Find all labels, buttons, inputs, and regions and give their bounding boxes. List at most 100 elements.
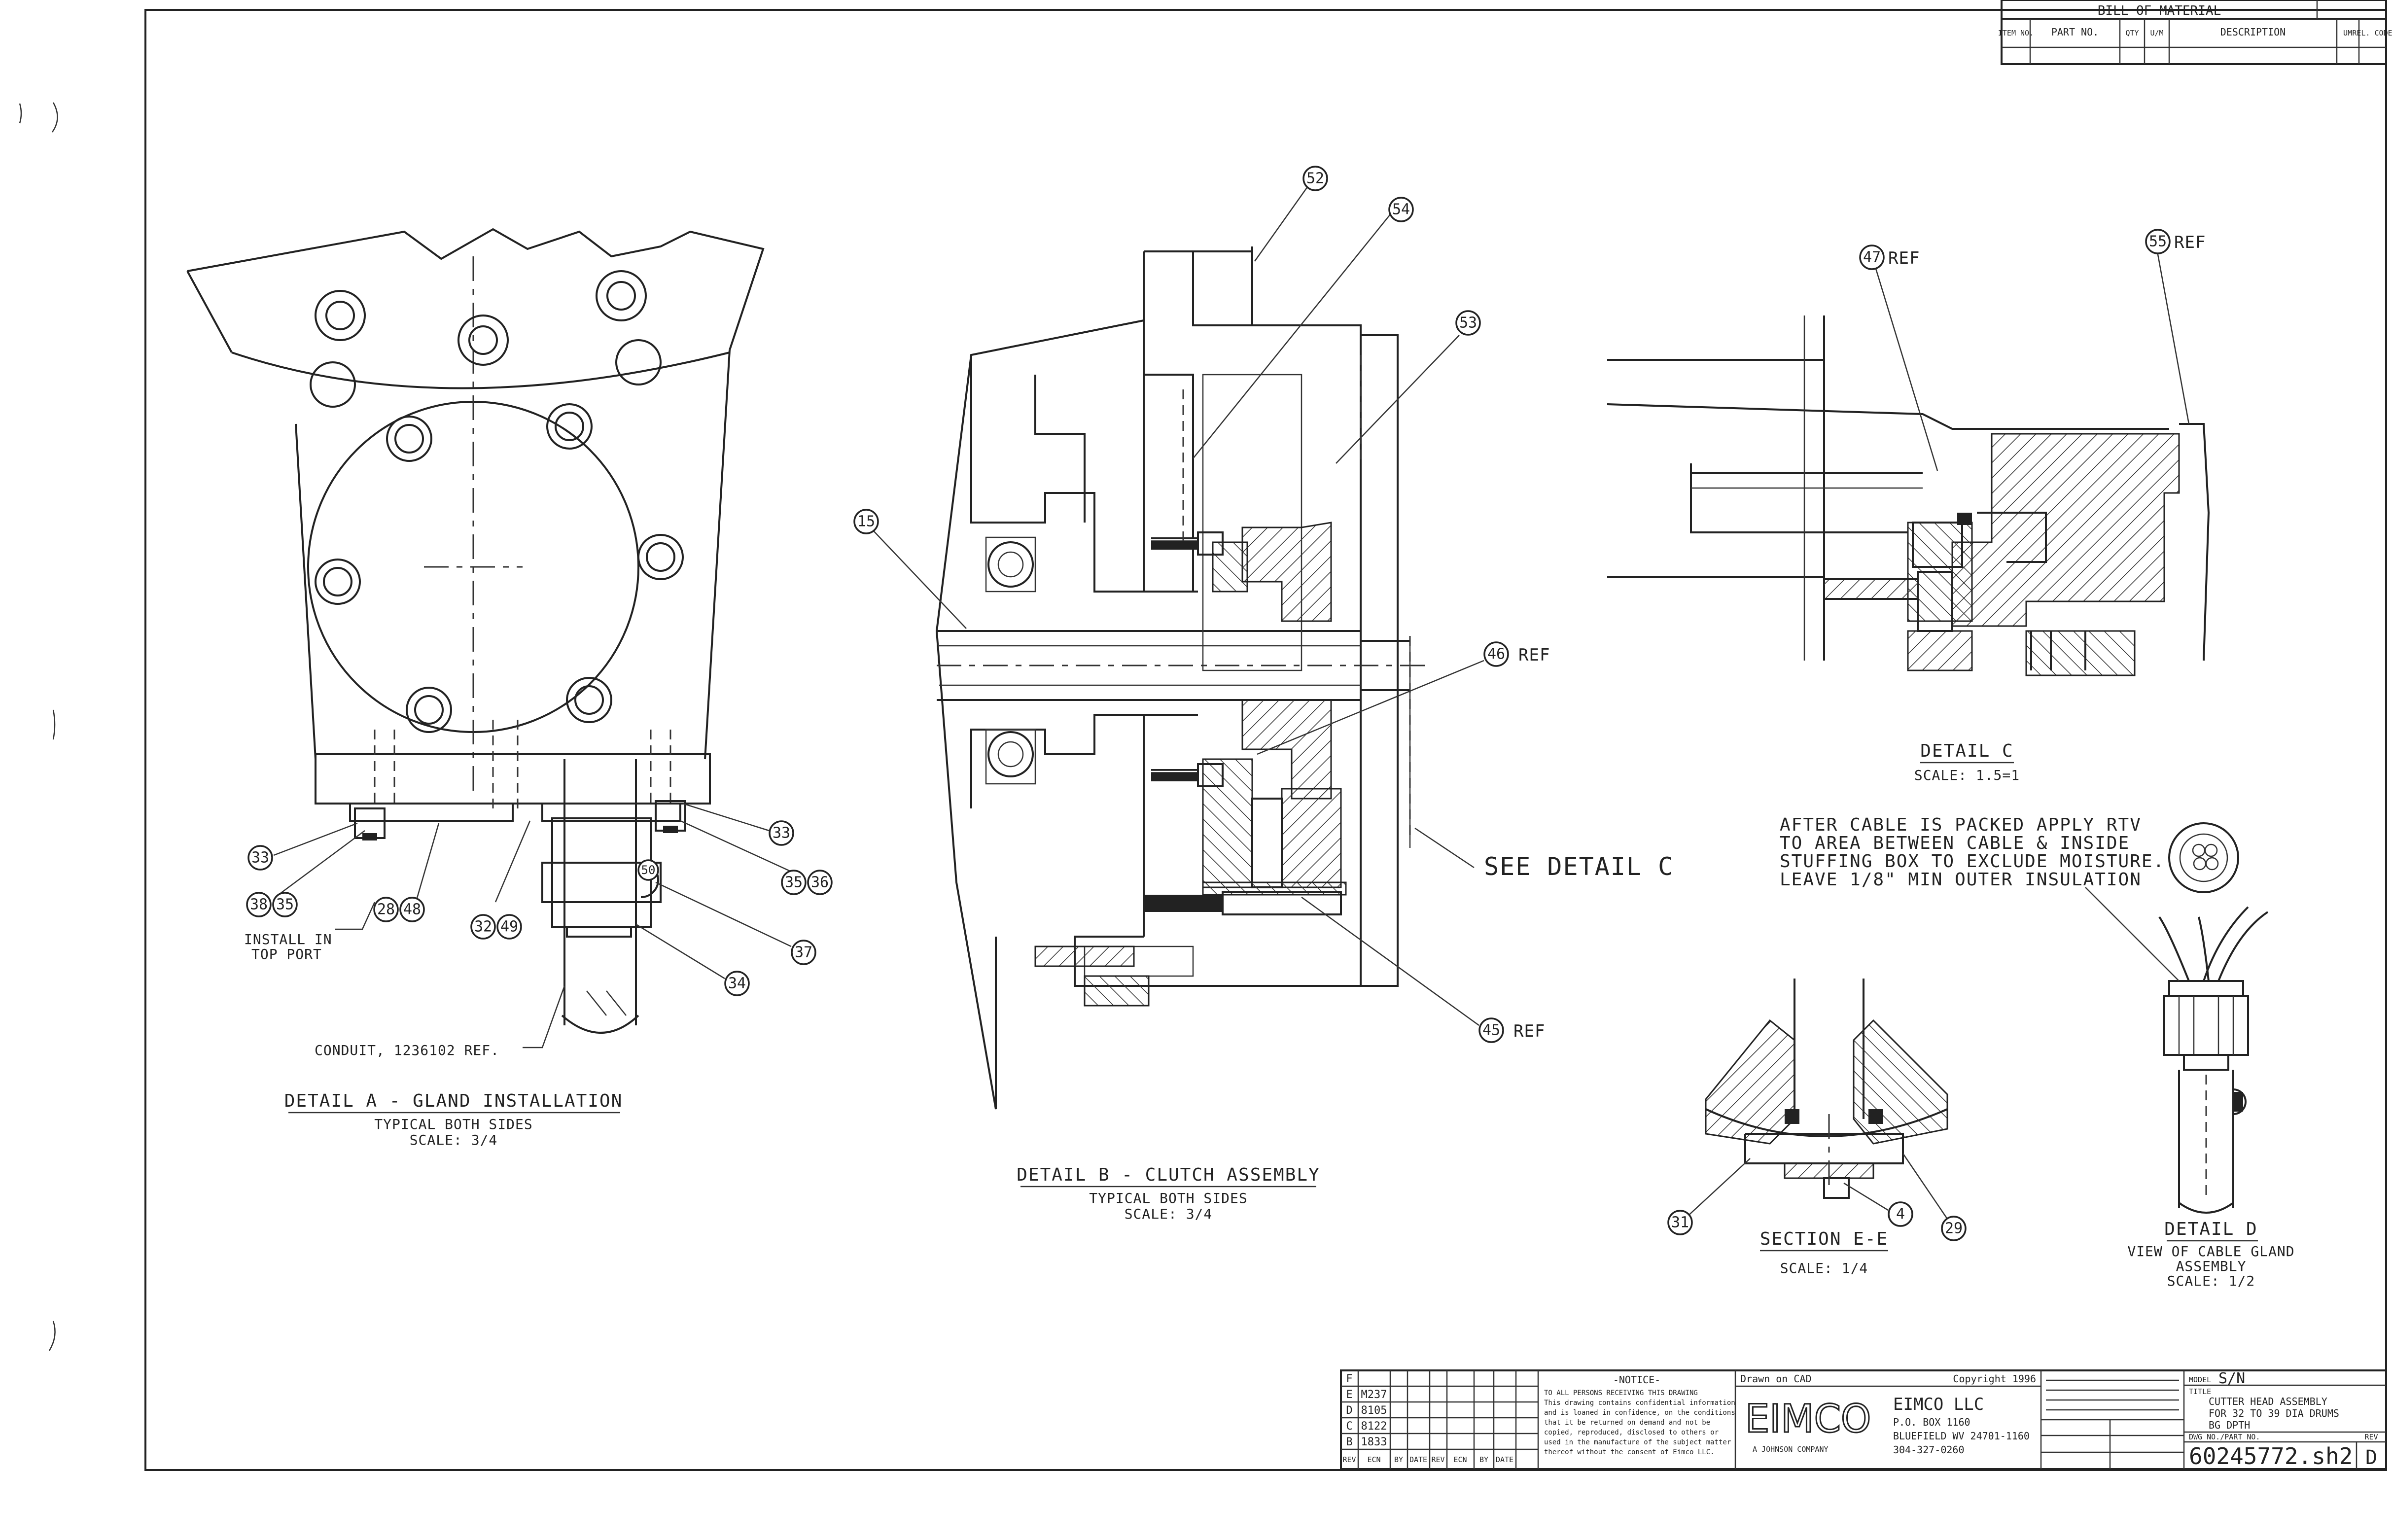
svg-text:54: 54: [1392, 201, 1410, 218]
rev-label: REV: [2364, 1433, 2378, 1441]
svg-text:53: 53: [1459, 315, 1477, 332]
svg-text:47: 47: [1863, 249, 1881, 266]
detail-d-line2: ASSEMBLY: [2176, 1258, 2247, 1274]
company-logo: EIMCO: [1745, 1397, 1871, 1441]
rev-header-rev: REV: [1342, 1455, 1356, 1464]
callout-45: 45 REF: [1478, 1017, 1545, 1043]
bom-header-desc: DESCRIPTION: [2220, 26, 2286, 38]
rev-row-4-ecn: 8122: [1361, 1420, 1387, 1433]
bom-header-rel: REL. CODE: [2352, 29, 2392, 37]
ref-55: REF: [2174, 233, 2206, 252]
rev-row-2-ecn: M237: [1361, 1389, 1387, 1401]
callout-55: 55 REF: [2145, 229, 2206, 254]
svg-text:33: 33: [773, 825, 790, 842]
address-line-3: 304-327-0260: [1893, 1444, 1965, 1456]
callout-35b: 35: [781, 870, 807, 895]
svg-text:55: 55: [2149, 233, 2167, 250]
rev-header-ecn: ECN: [1367, 1455, 1380, 1464]
svg-text:52: 52: [1306, 170, 1324, 187]
model-label: MODEL: [2189, 1375, 2211, 1384]
notice-line-5: copied, reproduced, disclosed to others …: [1544, 1429, 1719, 1436]
callout-37: 37: [791, 940, 816, 965]
svg-text:15: 15: [857, 513, 875, 530]
detail-b-line1: TYPICAL BOTH SIDES: [1089, 1190, 1247, 1206]
detail-a-line2: SCALE: 3/4: [410, 1132, 498, 1148]
svg-text:50: 50: [641, 863, 656, 877]
detail-c-title: DETAIL C: [1920, 741, 2013, 761]
title-label: TITLE: [2189, 1387, 2211, 1396]
detail-a-title: DETAIL A - GLAND INSTALLATION: [284, 1091, 623, 1111]
svg-text:4: 4: [1896, 1206, 1905, 1223]
callout-49: 49: [496, 914, 522, 940]
rev-row-1-rev: F: [1346, 1373, 1352, 1385]
model-value: S/N: [2218, 1370, 2245, 1387]
revision-letter: D: [2365, 1446, 2377, 1469]
callout-35a: 35: [272, 892, 298, 917]
dwg-no-label: DWG NO./PART NO.: [2189, 1433, 2260, 1441]
svg-text:31: 31: [1671, 1214, 1689, 1231]
svg-text:46: 46: [1487, 646, 1505, 663]
bom-header-qty: QTY: [2125, 29, 2139, 37]
notice-title: -NOTICE-: [1613, 1374, 1660, 1386]
bom-header-item: ITEM NO.: [1998, 29, 2034, 37]
rev-row-5-ecn: 1833: [1361, 1436, 1387, 1448]
svg-text:48: 48: [403, 901, 421, 918]
callout-53: 53: [1455, 310, 1481, 336]
rev-header-ecn2: ECN: [1453, 1455, 1467, 1464]
rtv-note-line3: STUFFING BOX TO EXCLUDE MOISTURE.: [1780, 851, 2165, 872]
bom-header-um: U/M: [2150, 29, 2163, 37]
callout-50: 50: [637, 859, 659, 881]
detail-b-drawing: [872, 184, 1484, 1110]
rev-row-4-rev: C: [1346, 1420, 1352, 1433]
svg-text:35: 35: [276, 896, 294, 913]
callout-4: 4: [1888, 1201, 1913, 1227]
callout-38: 38: [246, 892, 272, 917]
address-line-2: BLUEFIELD WV 24701-1160: [1893, 1430, 2030, 1442]
svg-text:29: 29: [1945, 1220, 1963, 1237]
notice-line-6: used in the manufacture of the subject m…: [1544, 1438, 1731, 1446]
title-line-3: BG DPTH: [2209, 1419, 2250, 1431]
svg-text:45: 45: [1482, 1022, 1500, 1039]
notice-line-4: that it be returned on demand and not be: [1544, 1419, 1710, 1427]
address-line-1: P.O. BOX 1160: [1893, 1416, 1970, 1428]
rev-header-rev2: REV: [1431, 1455, 1444, 1464]
rev-header-by2: BY: [1479, 1455, 1488, 1464]
install-note-line2: TOP PORT: [251, 946, 322, 962]
install-note-line1: INSTALL IN: [244, 931, 332, 947]
section-e-line1: SCALE: 1/4: [1780, 1260, 1868, 1276]
notice-line-1: TO ALL PERSONS RECEIVING THIS DRAWING: [1544, 1389, 1698, 1397]
rev-header-date2: DATE: [1496, 1455, 1513, 1464]
see-detail-c-note: SEE DETAIL C: [1484, 852, 1674, 881]
company-name: EIMCO LLC: [1893, 1395, 1984, 1414]
callout-48: 48: [399, 897, 425, 922]
callout-33b: 33: [769, 820, 794, 846]
bom-header-um2: UM: [2343, 29, 2352, 37]
detail-b-line2: SCALE: 3/4: [1125, 1206, 1213, 1222]
sheet-border: [144, 9, 2387, 1471]
detail-c-line1: SCALE: 1.5=1: [1914, 767, 2020, 783]
svg-text:36: 36: [811, 874, 829, 891]
drawn-on-cad: Drawn on CAD: [1740, 1373, 1812, 1385]
notice-line-7: thereof without the consent of Eimco LLC…: [1544, 1448, 1715, 1456]
callout-54: 54: [1388, 197, 1414, 222]
title-block: F E M237 D 8105 C 8122 B 1833 REV ECN BY…: [1340, 1369, 2387, 1470]
title-line-1: CUTTER HEAD ASSEMBLY: [2209, 1396, 2327, 1407]
detail-d-line1: VIEW OF CABLE GLAND: [2127, 1243, 2294, 1260]
detail-a-drawing: [186, 228, 799, 1049]
rtv-note-line2: TO AREA BETWEEN CABLE & INSIDE: [1780, 833, 2130, 853]
callout-34: 34: [724, 971, 750, 996]
svg-text:33: 33: [251, 849, 269, 867]
detail-c-drawing: [1607, 248, 2210, 676]
svg-text:35: 35: [785, 874, 803, 891]
scan-marks: [19, 102, 58, 1351]
rev-row-2-rev: E: [1346, 1389, 1352, 1401]
rtv-note-line4: LEAVE 1/8" MIN OUTER INSULATION: [1780, 870, 2142, 890]
rev-row-3-rev: D: [1346, 1404, 1352, 1417]
ref-45: REF: [1513, 1021, 1545, 1041]
notice-line-2: This drawing contains confidential infor…: [1544, 1399, 1735, 1407]
rev-header-date: DATE: [1409, 1455, 1427, 1464]
callout-29: 29: [1941, 1216, 1967, 1241]
